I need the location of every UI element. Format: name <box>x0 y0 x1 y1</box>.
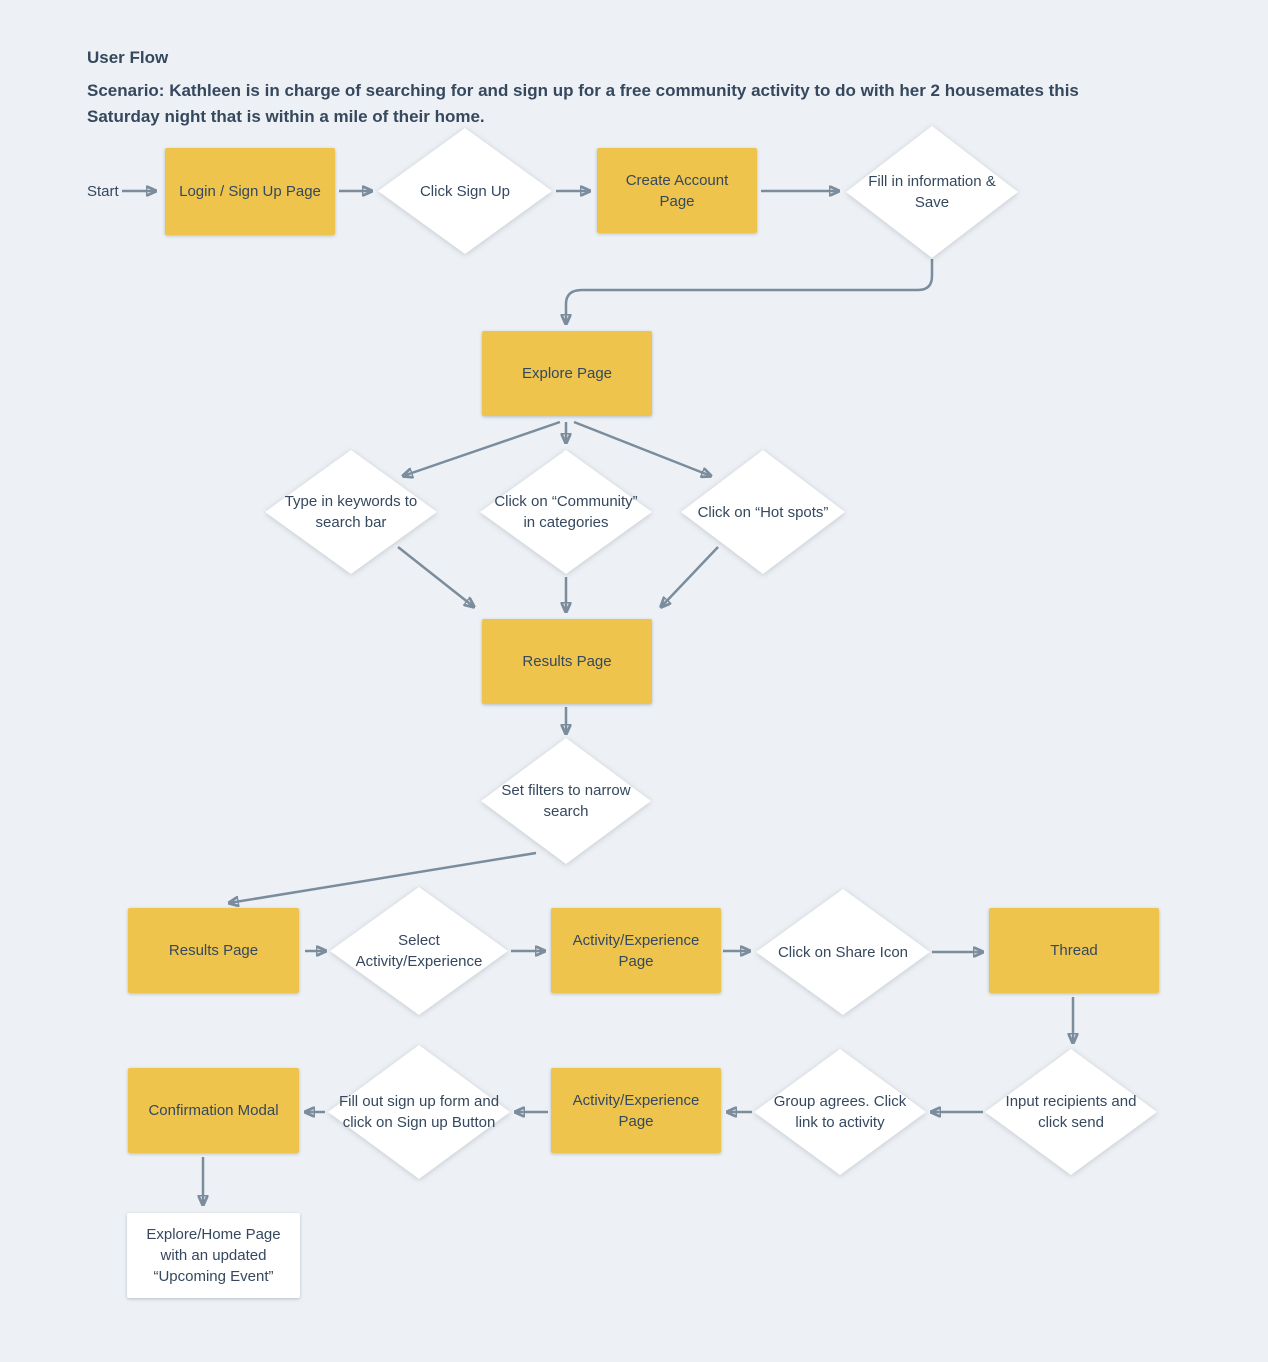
node-select-activity[interactable]: Select Activity/Experience <box>330 887 508 1015</box>
node-fill-signup-form[interactable]: Fill out sign up form and click on Sign … <box>328 1045 510 1179</box>
node-label: Login / Sign Up Page <box>179 183 321 200</box>
node-label: Click on Share Icon <box>777 943 909 961</box>
diamond-shape <box>330 887 508 1015</box>
connector <box>566 259 934 324</box>
node-fill-in-information-save[interactable]: Fill in information & Save <box>846 126 1018 258</box>
node-input-recipients[interactable]: Input recipients and click send <box>985 1049 1157 1175</box>
scenario-text: Scenario: Kathleen is in charge of searc… <box>87 81 1079 126</box>
connector <box>397 546 474 607</box>
node-create-account-page[interactable]: Create Account Page <box>597 148 757 233</box>
node-click-community[interactable]: Click on “Community” in categories <box>480 450 652 574</box>
diagram-header: User Flow Scenario: Kathleen is in charg… <box>87 48 1102 130</box>
diamond-shape <box>481 738 651 864</box>
node-label: Create Account Page <box>625 171 729 210</box>
node-label: Type in keywords to search bar <box>284 493 418 531</box>
node-click-share-icon[interactable]: Click on Share Icon <box>756 889 930 1015</box>
node-activity-experience-page-2[interactable]: Activity/Experience Page <box>551 1068 721 1153</box>
node-click-sign-up[interactable]: Click Sign Up <box>378 128 552 254</box>
node-login-signup-page[interactable]: Login / Sign Up Page <box>165 148 335 235</box>
node-results-page-2[interactable]: Results Page <box>128 908 299 993</box>
diamond-shape <box>480 450 652 574</box>
node-set-filters[interactable]: Set filters to narrow search <box>481 738 651 864</box>
node-type-keywords[interactable]: Type in keywords to search bar <box>265 450 437 574</box>
connector <box>229 851 537 903</box>
diamond-shape <box>378 128 552 254</box>
node-label: Fill in information & Save <box>868 173 996 211</box>
diamond-shape <box>754 1049 926 1175</box>
start-label: Start <box>87 183 119 200</box>
node-label: Thread <box>1050 942 1098 959</box>
node-label: Click Sign Up <box>419 182 510 200</box>
node-label: Select Activity/Experience <box>355 932 483 970</box>
node-label: Explore/Home Page with an updated “Upcom… <box>146 1226 281 1285</box>
diamond-shape <box>328 1045 510 1179</box>
node-label: Fill out sign up form and click on Sign … <box>338 1093 500 1131</box>
node-label: Activity/Experience Page <box>572 1091 700 1130</box>
node-label: Results Page <box>168 942 259 959</box>
diamond-shape <box>846 126 1018 258</box>
node-label: Results Page <box>522 653 612 670</box>
node-thread[interactable]: Thread <box>989 908 1159 993</box>
node-explore-page[interactable]: Explore Page <box>482 331 652 416</box>
node-explore-home-page[interactable]: Explore/Home Page with an updated “Upcom… <box>127 1213 300 1298</box>
node-label: Click on “Hot spots” <box>697 503 829 521</box>
node-label: Click on “Community” in categories <box>494 493 638 531</box>
diamond-shape <box>681 450 845 574</box>
diagram-title: User Flow <box>87 48 169 67</box>
node-activity-experience-page-1[interactable]: Activity/Experience Page <box>551 908 721 993</box>
node-group-agrees[interactable]: Group agrees. Click link to activity <box>754 1049 926 1175</box>
diamond-shape <box>985 1049 1157 1175</box>
node-results-page-1[interactable]: Results Page <box>482 619 652 704</box>
connector <box>573 420 711 476</box>
node-label: Activity/Experience Page <box>572 931 700 970</box>
node-label: Explore Page <box>521 365 613 382</box>
node-confirmation-modal[interactable]: Confirmation Modal <box>128 1068 299 1153</box>
node-label: Confirmation Modal <box>148 1102 279 1119</box>
connector <box>403 420 561 476</box>
node-label: Input recipients and click send <box>1005 1093 1137 1131</box>
node-click-hot-spots[interactable]: Click on “Hot spots” <box>681 450 845 574</box>
node-label: Set filters to narrow search <box>501 782 631 820</box>
connector <box>661 546 719 607</box>
node-label: Group agrees. Click link to activity <box>773 1093 907 1131</box>
diamond-shape <box>756 889 930 1015</box>
diamond-shape <box>265 450 437 574</box>
